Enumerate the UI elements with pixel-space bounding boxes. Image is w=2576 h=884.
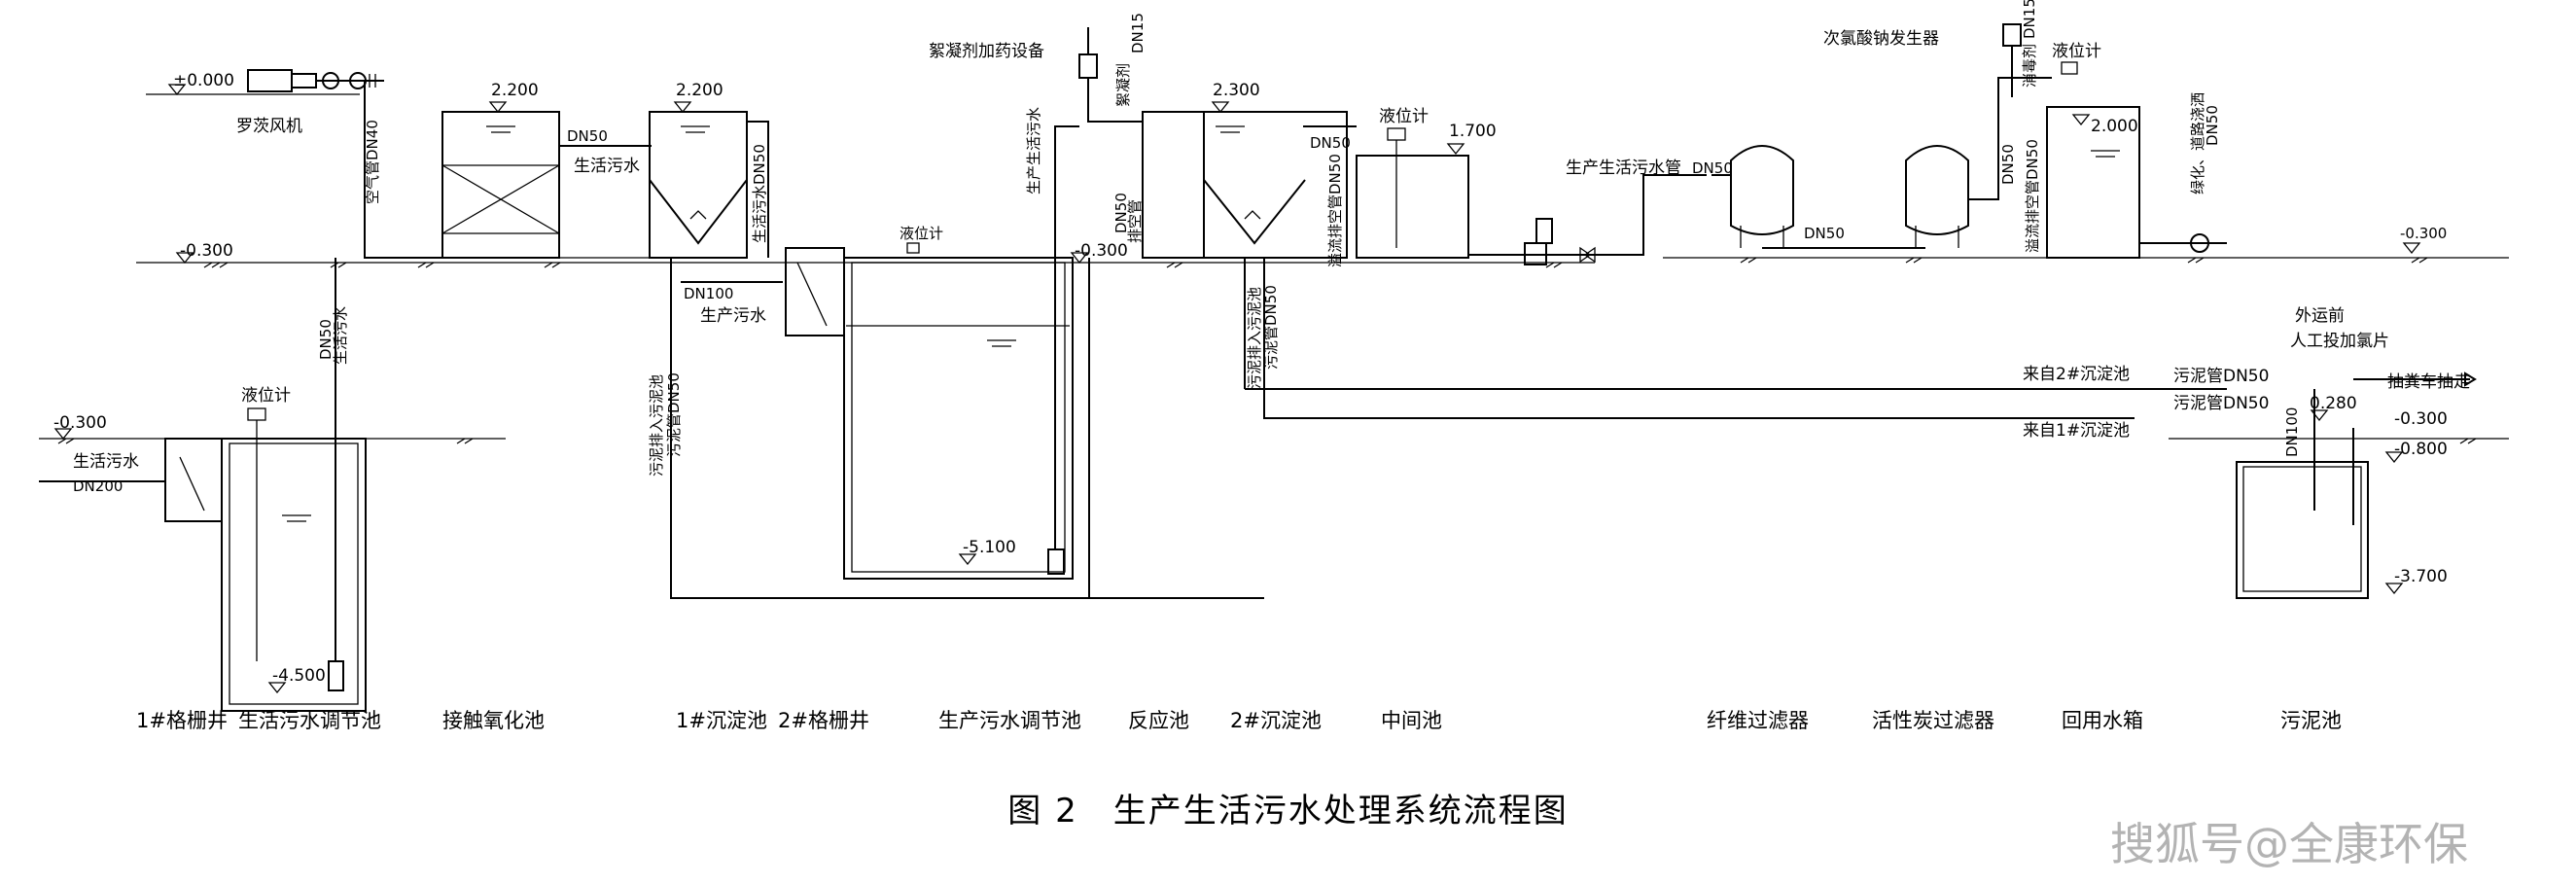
prod-dom-riser-label: 生产生活污水 [1025,107,1042,194]
unit-name: 2#沉淀池 [1230,709,1322,732]
unit-name: 中间池 [1381,709,1442,732]
settler-1: 生活污水DN50 [649,111,769,259]
flocculant-pipe-label: 絮凝剂 [1114,63,1132,107]
dom-sewage-in-label: 生活污水 [73,452,139,472]
mid-tank: 液位计 生产生活污水管 DN50 [1356,107,1733,265]
truck-label: 抽粪车抽走 [2387,372,2470,392]
riser-dn50-label: DN50 [1112,193,1130,233]
greening-label: 绿化、道路浇洒 [2189,92,2206,194]
reuse-tank: 液位计 溢流排空管DN50 绿化、道路浇洒 DN50 [2024,42,2227,259]
elev-ground-right: -0.300 [2400,225,2447,242]
dom-level-gauge: 液位计 [241,386,291,406]
unit-name: 回用水箱 [2062,709,2143,732]
air-pipe-label: 空气管DN40 [364,120,381,204]
reaction-settler-2: DN50 溢流排空管DN50 [1142,111,1357,267]
empty-pipe-label: 排空管 [1126,199,1144,243]
manual-chlorine-label: 人工投加氯片 [2290,332,2389,351]
elev-ground-left: -0.300 [180,241,233,261]
flocculant-dosing: 絮凝剂加药设备 絮凝剂 DN15 [929,13,1147,123]
unit-name: 1#沉淀池 [676,709,767,732]
dn200-label: DN200 [73,477,123,495]
overflow2-label: 溢流排空管DN50 [2024,139,2041,253]
hypochlorite-label: 次氯酸钠发生器 [1823,29,1939,49]
elev-domestic-bottom: -4.500 [272,666,326,686]
dn50-green-label: DN50 [2204,105,2221,146]
elev-prod-bottom: -5.100 [963,538,1016,557]
dn50-hypo-label: DN50 [1999,144,2017,185]
sludge-b-label: 污泥排入污泥池 [1246,287,1263,389]
unit-name: 反应池 [1128,709,1189,732]
dn50-filter-label: DN50 [1692,159,1733,177]
outbound-label: 外运前 [2295,306,2345,326]
elev-settler1: 2.200 [676,81,723,100]
elevation-markers: ±0.000 2.200 2.200 2.300 1.700 2.000 -0.… [53,71,2448,694]
elev-mid-tank: 1.700 [1449,122,1497,141]
elev-ground: ±0.000 [173,71,234,90]
sludge-lines: 污泥排入污泥池 污泥管DN50 污泥排入污泥池 污泥管DN50 来自2#沉淀池 … [648,258,2301,599]
sludge-a-label: 污泥排入污泥池 [648,374,665,477]
dn50-mid-label: DN50 [1310,134,1351,152]
domestic-side: 生活污水 DN200 液位计 DN50 生活污水 [39,258,367,712]
overflow-label: 溢流排空管DN50 [1326,154,1344,267]
disinfect-label: 消毒剂 [2021,44,2038,88]
elev-sludge-top: 0.280 [2310,394,2357,413]
reuse-level-gauge: 液位计 [2052,42,2101,61]
fiber-filter: DN50 [1711,145,1925,249]
mid-level-gauge: 液位计 [1379,107,1429,126]
contact-oxidation-tank: DN50 生活污水 [441,111,681,259]
dn15-label-b: DN15 [2021,0,2038,39]
dn50-label: DN50 [567,127,608,145]
sludge-tank: 外运前 人工投加氯片 抽粪车抽走 [2236,306,2477,599]
sludge-pipe1-label: 污泥管DN50 [2173,367,2269,386]
unit-name: 纤维过滤器 [1707,709,1809,732]
flocculant-label: 絮凝剂加药设备 [929,42,1044,61]
blower-unit: 罗茨风机 空气管DN40 [236,69,525,259]
elev-reuse-tank: 2.000 [2091,117,2138,136]
prod-dom-pipe-label: 生产生活污水管 [1566,159,1681,178]
elev-ground-prod: -0.300 [1075,241,1128,261]
dom-sewage-vert-label: 生活污水 [332,306,349,365]
dn50-filter2-label: DN50 [1804,225,1845,242]
elev-sludge-level: -0.800 [2394,440,2448,459]
dn15-label-a: DN15 [1129,13,1147,53]
unit-name: 生活污水调节池 [238,709,381,732]
figure-caption: 图 2 生产生活污水处理系统流程图 [1007,792,1569,831]
unit-name: 污泥池 [2280,709,2342,732]
dn50-dom-vert-label: DN50 [317,319,335,360]
unit-name: 2#格栅井 [778,709,869,732]
unit-name: 活性炭过滤器 [1872,709,1994,732]
unit-names: 1#格栅井 生活污水调节池 接触氧化池 1#沉淀池 2#格栅井 生产污水调节池 … [136,709,2342,732]
from-settler2-label: 来自2#沉淀池 [2023,365,2130,384]
dom-sewage-label: 生活污水 [574,157,640,176]
elev-sludge-ground: -0.300 [2394,409,2448,429]
unit-name: 生产污水调节池 [938,709,1081,732]
elev-settler2: 2.300 [1213,81,1260,100]
prod-level-gauge: 液位计 [900,225,943,242]
carbon-filter: DN50 [1905,77,2052,248]
sludge-a2-label: 污泥管DN50 [665,372,683,457]
watermark-text: 搜狐号@全康环保 [2110,818,2468,870]
elev-domestic-ground: -0.300 [53,413,107,433]
sludge-b2-label: 污泥管DN50 [1262,285,1280,370]
prod-sewage-label: 生产污水 [700,306,766,326]
elev-sludge-bottom: -3.700 [2394,567,2448,586]
screen-well-2: DN100 生产污水 [681,247,845,336]
ground-hatch [57,257,2477,444]
dom-sewage-dn50-label: 生活污水DN50 [751,144,768,243]
dn100-label: DN100 [684,285,733,302]
unit-name: 1#格栅井 [136,709,228,732]
unit-name: 接触氧化池 [442,709,545,732]
dn100-sludge-label: DN100 [2283,407,2301,457]
sludge-pipe2-label: 污泥管DN50 [2173,394,2269,413]
from-settler1-label: 来自1#沉淀池 [2023,421,2130,441]
hypochlorite-generator: 次氯酸钠发生器 消毒剂 DN15 [1823,0,2038,97]
blower-label: 罗茨风机 [236,117,302,136]
production-equalization-tank: 液位计 生产生活污水 DN50 排空管 [843,107,1144,580]
elev-contact-oxidation: 2.200 [491,81,539,100]
